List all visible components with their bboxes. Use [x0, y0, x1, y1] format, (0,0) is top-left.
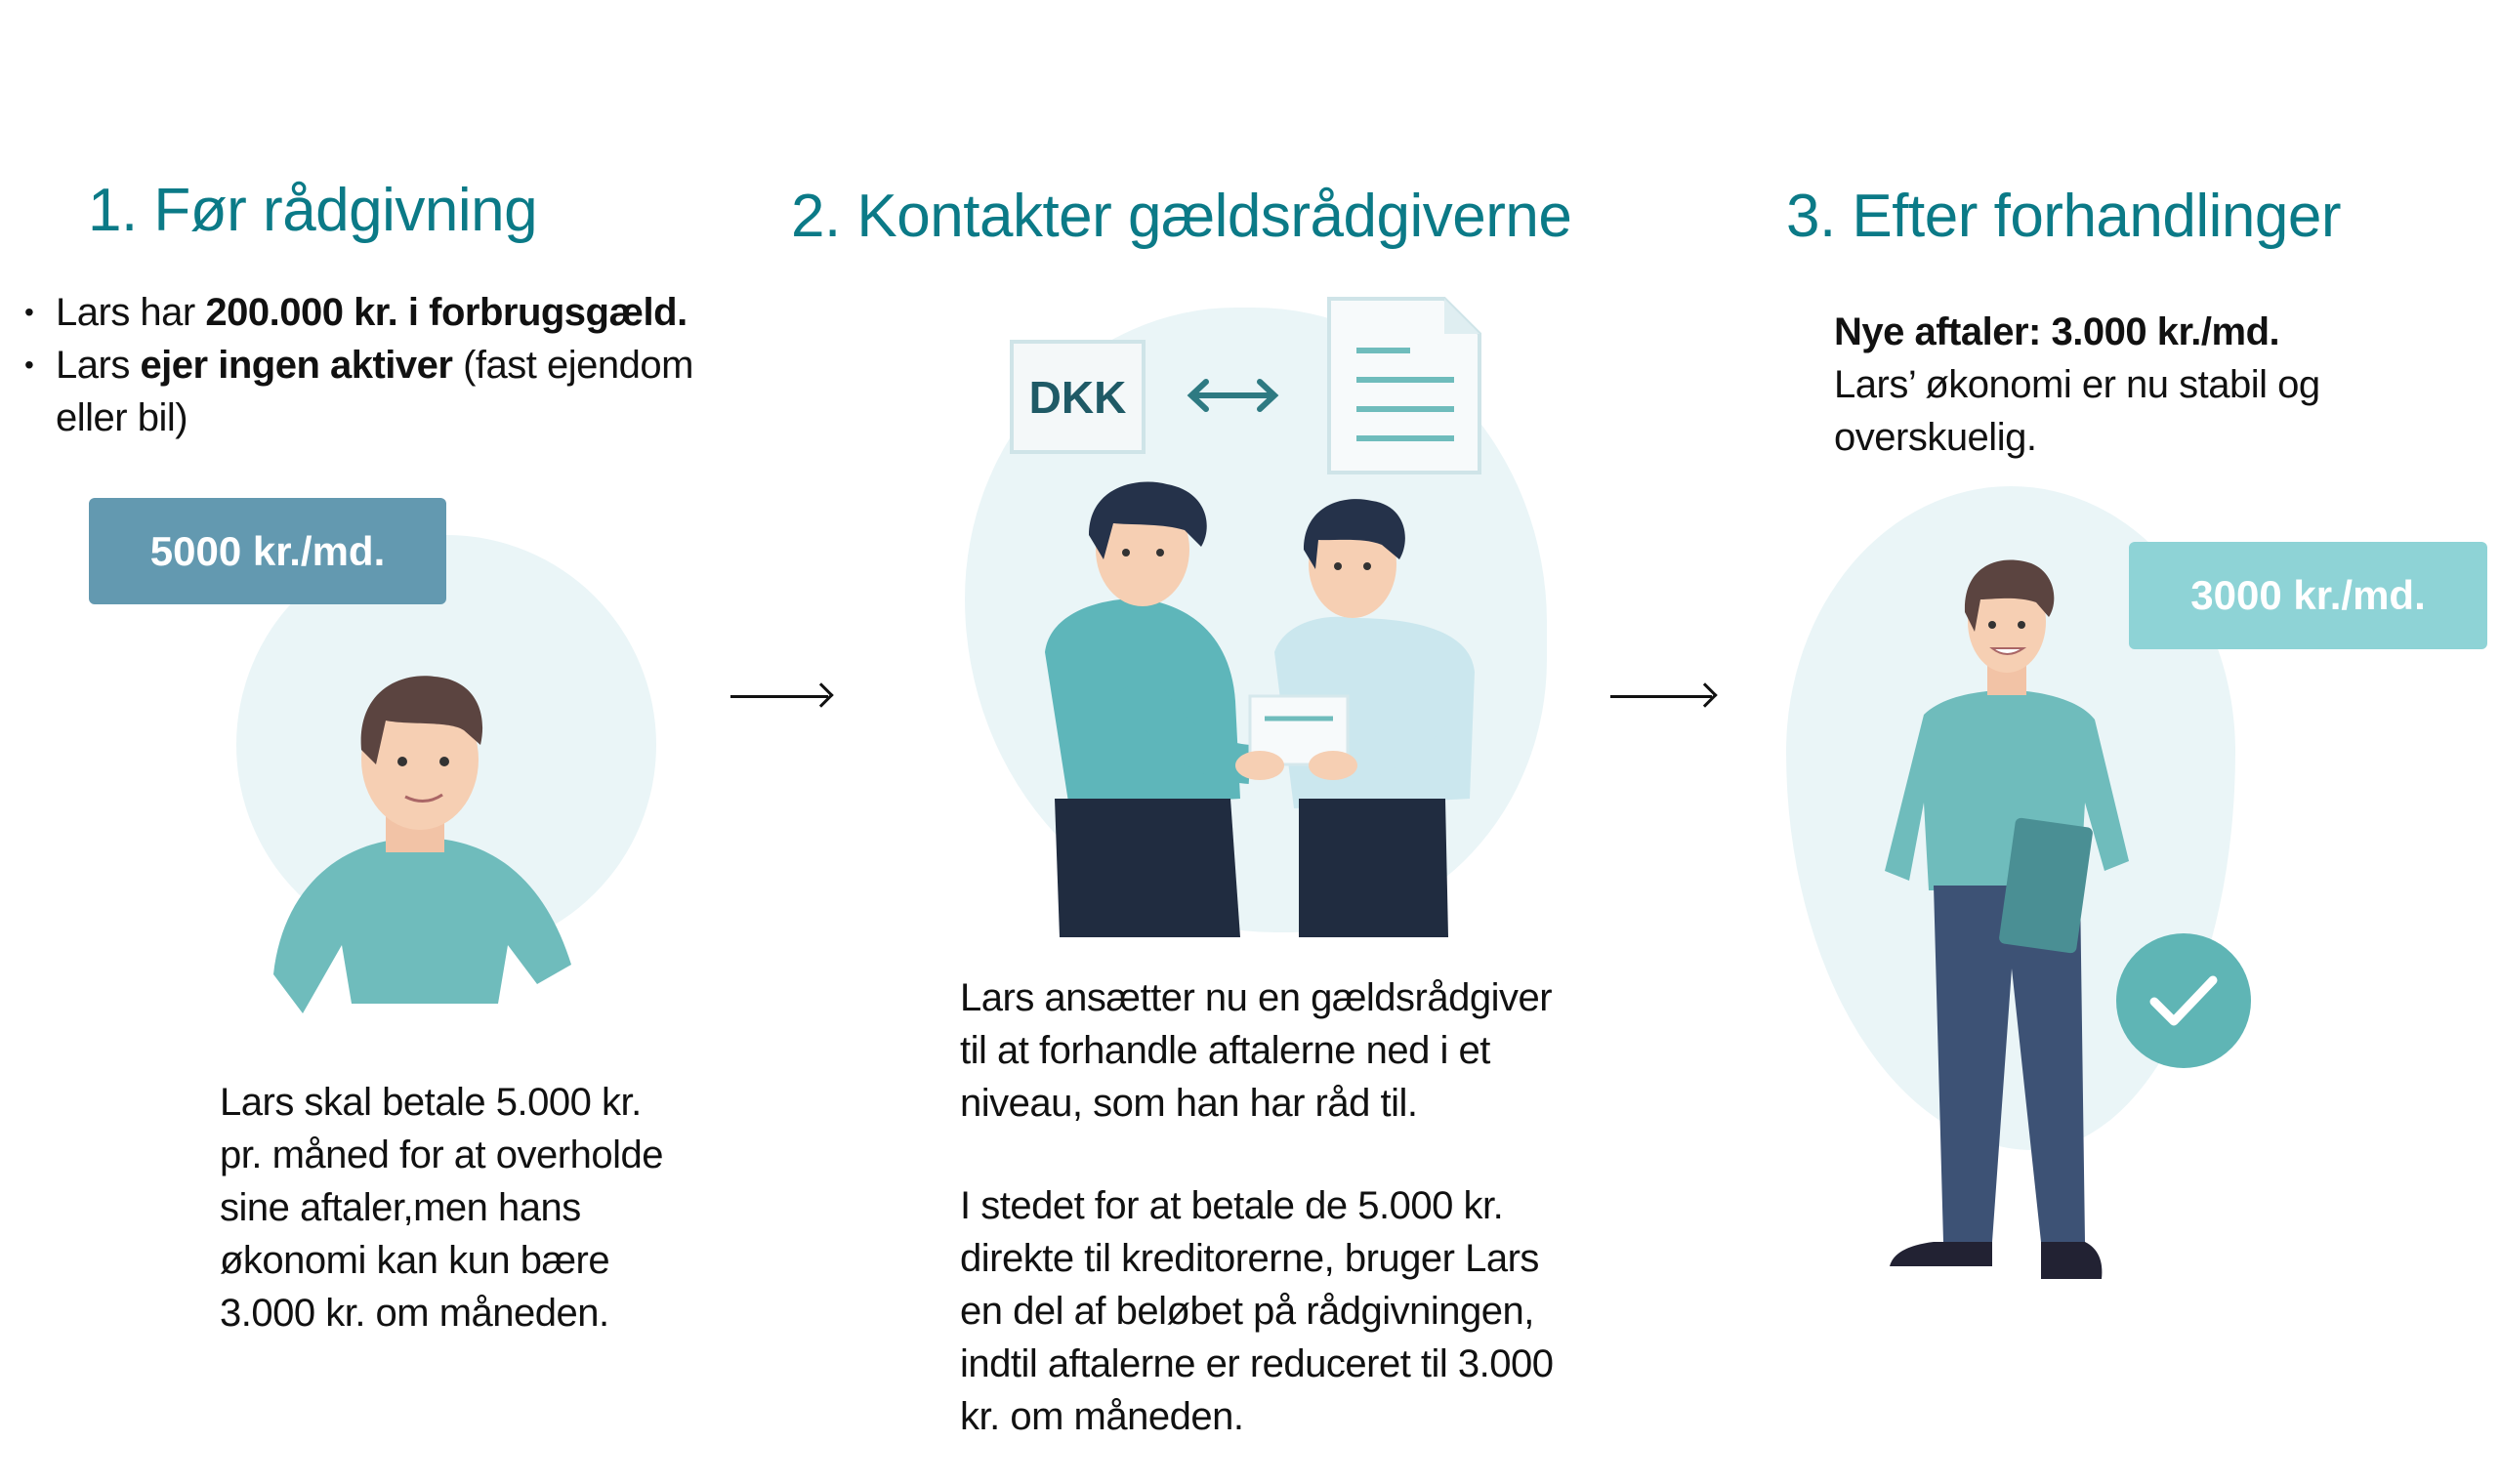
arrow-2-icon [1610, 682, 1718, 708]
bullet-assets: Lars ejer ingen aktiver (fast ejendom el… [24, 339, 767, 444]
arrow-1-icon [730, 682, 834, 708]
lars-after-illustration [1885, 559, 2129, 1279]
bullet-debt: Lars har 200.000 kr. i forbrugsgæld. [24, 286, 767, 339]
step2-paragraph-1: Lars ansætter nu en gældsrådgiver til at… [960, 976, 1553, 1125]
step1-payment-badge: 5000 kr./md. [89, 498, 446, 604]
exchange-arrow-icon [1187, 379, 1279, 412]
step1-description: Lars skal betale 5.000 kr. pr. måned for… [220, 1081, 663, 1335]
dkk-currency-box: DKK [1010, 340, 1146, 454]
lars-before-illustration [273, 676, 571, 1013]
step3-description: Nye aftaler: 3.000 kr./md. Lars’ økonomi… [1834, 306, 2320, 464]
step3-title: 3. Efter forhandlinger [1786, 183, 2342, 250]
step2-paragraph-2: I stedet for at betale de 5.000 kr. dire… [960, 1184, 1554, 1438]
step2-title: 2. Kontakter gældsrådgiverne [791, 183, 1572, 250]
step3-payment-badge: 3000 kr./md. [2129, 542, 2487, 649]
check-circle-icon [2116, 933, 2251, 1068]
advisor-handshake-illustration [1045, 481, 1475, 937]
document-icon [1327, 297, 1481, 474]
step3-headline: Nye aftaler: 3.000 kr./md. [1834, 310, 2280, 353]
step1-bullets: Lars har 200.000 kr. i forbrugsgæld. Lar… [24, 286, 767, 444]
step1-title: 1. Før rådgivning [88, 177, 538, 244]
